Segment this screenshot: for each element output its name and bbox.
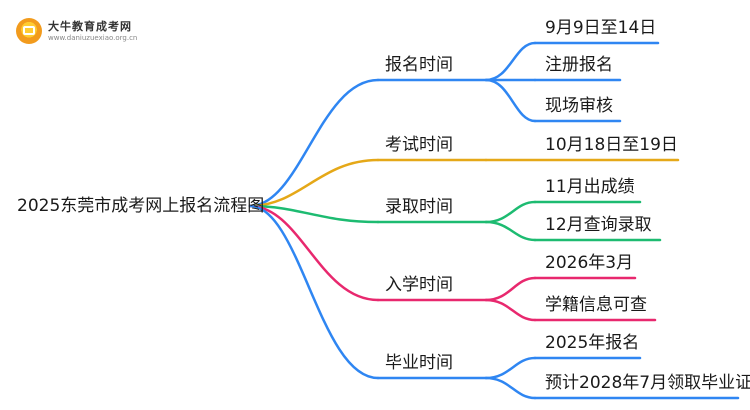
leaf-label: 12月查询录取: [545, 215, 652, 235]
branch-connector: [248, 204, 380, 302]
leaf-label: 预计2028年7月领取毕业证: [545, 373, 750, 393]
branch-connector: [248, 158, 380, 208]
leaf-connector: [484, 298, 537, 322]
branch-connector: [248, 204, 380, 380]
branch-label: 毕业时间: [385, 353, 453, 373]
leaf-label: 2026年3月: [545, 253, 634, 273]
leaf-label: 注册报名: [545, 55, 613, 75]
branch-connector: [248, 78, 380, 208]
logo-name: 大牛教育成考网: [48, 20, 132, 33]
leaf-label: 9月9日至14日: [545, 18, 657, 38]
branch-connector: [248, 204, 380, 224]
leaf-label: 10月18日至19日: [545, 135, 678, 155]
leaf-label: 2025年报名: [545, 333, 640, 353]
logo-url: www.daniuzuexiao.org.cn: [48, 34, 138, 42]
root-node: 2025东莞市成考网上报名流程图: [17, 196, 265, 216]
leaf-label: 学籍信息可查: [545, 295, 647, 315]
branch-label: 考试时间: [385, 135, 453, 155]
leaf-connector: [484, 220, 537, 242]
site-logo: 大牛教育成考网 www.daniuzuexiao.org.cn: [14, 15, 154, 51]
leaf-connector: [484, 376, 537, 400]
leaf-connector: [484, 356, 537, 380]
leaf-connector: [484, 78, 537, 123]
book-icon: [16, 18, 42, 44]
leaf-connector: [484, 276, 537, 302]
branch-label: 入学时间: [385, 275, 453, 295]
leaf-connector: [484, 200, 537, 224]
leaf-connector: [484, 41, 537, 82]
leaf-label: 现场审核: [545, 96, 613, 116]
leaf-label: 11月出成绩: [545, 177, 635, 197]
branch-label: 报名时间: [385, 55, 453, 75]
branch-label: 录取时间: [385, 197, 453, 217]
